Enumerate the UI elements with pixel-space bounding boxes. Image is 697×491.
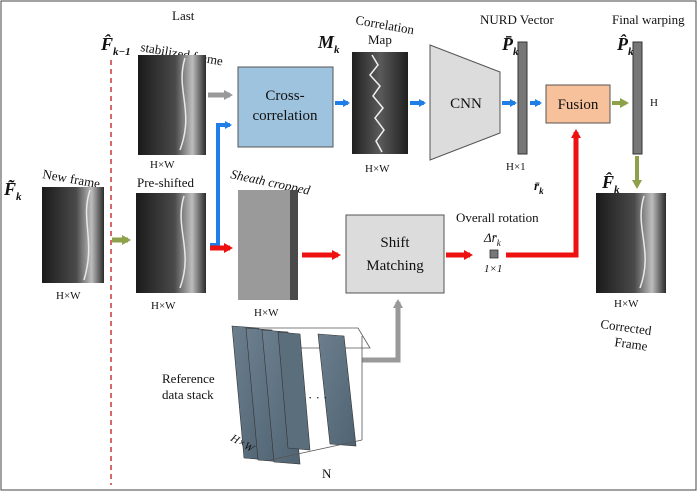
nurd-vector-bar (517, 41, 528, 155)
cnn-trapezoid (429, 44, 501, 161)
corr-map-dims: H×W (365, 163, 390, 175)
overall-rotation-symbol: Δr̄k (483, 230, 502, 248)
ref-slab-4 (277, 331, 311, 451)
cnn-label: CNN (450, 96, 482, 112)
final-label: Final warping (612, 12, 685, 27)
sheath-edge (290, 190, 298, 300)
shift-matching-line1: Shift (380, 235, 410, 251)
nurd-dims: H×1 (506, 161, 526, 173)
last-frame-tissue-line (179, 57, 187, 151)
overall-rotation-cube (489, 249, 499, 259)
ref-stack-dots: · · · (308, 390, 328, 405)
preshifted-dims: H×W (151, 300, 176, 312)
overall-rotation-group: Overall rotation Δr̄k 1×1 (456, 210, 539, 275)
new-frame-symbol: F̃k (3, 179, 22, 203)
shift-matching-line2: Matching (366, 258, 424, 274)
last-frame-image (138, 55, 206, 155)
last-frame-symbol: F̂k−1 (100, 34, 131, 58)
new-frame-tissue-line (83, 189, 91, 281)
preshifted-group: Pre-shifted H×W (136, 175, 206, 312)
sheath-dims: H×W (254, 307, 279, 319)
final-symbol: P̂k (616, 34, 634, 58)
sheath-cropped-group: Sheath cropped H×W (229, 166, 312, 319)
nurd-vector-group: NURD Vector P̄k H×1 (480, 12, 554, 173)
shift-matching-block: Shift Matching (345, 214, 445, 294)
ref-label-1: Reference (162, 371, 215, 386)
corrected-symbol: F̂k (601, 172, 620, 196)
nurd-label: NURD Vector (480, 12, 554, 27)
cnn-block: CNN (429, 44, 501, 161)
last-frame-label-1: Last (172, 8, 195, 23)
red-arrow-rotation-to-fusion (506, 129, 581, 258)
corr-map-label-2: Map (368, 32, 392, 47)
last-frame-dims: H×W (150, 159, 175, 171)
r-bar-symbol: r̄k (534, 178, 544, 196)
preshifted-image (136, 193, 206, 293)
blue-arrow-preshifted-to-cc (210, 121, 232, 247)
ref-stack-bottom-edge (269, 439, 363, 461)
ref-label-2: data stack (162, 387, 214, 402)
preshifted-label: Pre-shifted (137, 175, 195, 190)
cross-correlation-box (237, 66, 334, 148)
final-warping-group: Final warping P̂k H (612, 12, 685, 155)
final-vector-bar (632, 41, 643, 155)
fusion-label: Fusion (558, 97, 599, 113)
cross-correlation-block: Cross- correlation (237, 66, 334, 148)
fusion-block: Fusion (545, 84, 611, 124)
sheath-image (238, 190, 298, 300)
new-frame-group: F̃k New frame H×W (3, 166, 104, 302)
corr-map-symbol: Mk (317, 32, 340, 56)
shift-matching-box (345, 214, 445, 294)
corrected-dims: H×W (614, 298, 639, 310)
overall-rotation-label: Overall rotation (456, 210, 539, 225)
corrected-tissue-line (639, 195, 646, 289)
final-dim-side: H (650, 97, 658, 109)
ref-n: N (322, 466, 332, 481)
ref-slab-5 (317, 333, 357, 447)
corrected-label-1: Corrected (600, 316, 653, 338)
preshifted-tissue-line (179, 195, 186, 289)
fusion-box (545, 84, 611, 124)
cross-correlation-line2: correlation (253, 108, 318, 124)
gray-arrow-ref-to-shift (362, 299, 403, 363)
corrected-frame-group: F̂k H×W Corrected Frame (596, 172, 666, 354)
overall-rotation-dims: 1×1 (484, 263, 502, 275)
corrected-image (596, 193, 666, 293)
nurd-symbol: P̄k (501, 34, 519, 58)
new-frame-dims: H×W (56, 290, 81, 302)
last-frame-group: F̂k−1 Last stabilized frame H×W (100, 8, 224, 171)
cross-correlation-line1: Cross- (265, 88, 304, 104)
corr-map-image (352, 52, 408, 154)
reference-stack-group: · · · Reference data stack H×W N (162, 325, 371, 481)
new-frame-image (42, 187, 104, 283)
corrected-label-2: Frame (614, 334, 649, 354)
corr-map-peak-line (369, 54, 385, 153)
